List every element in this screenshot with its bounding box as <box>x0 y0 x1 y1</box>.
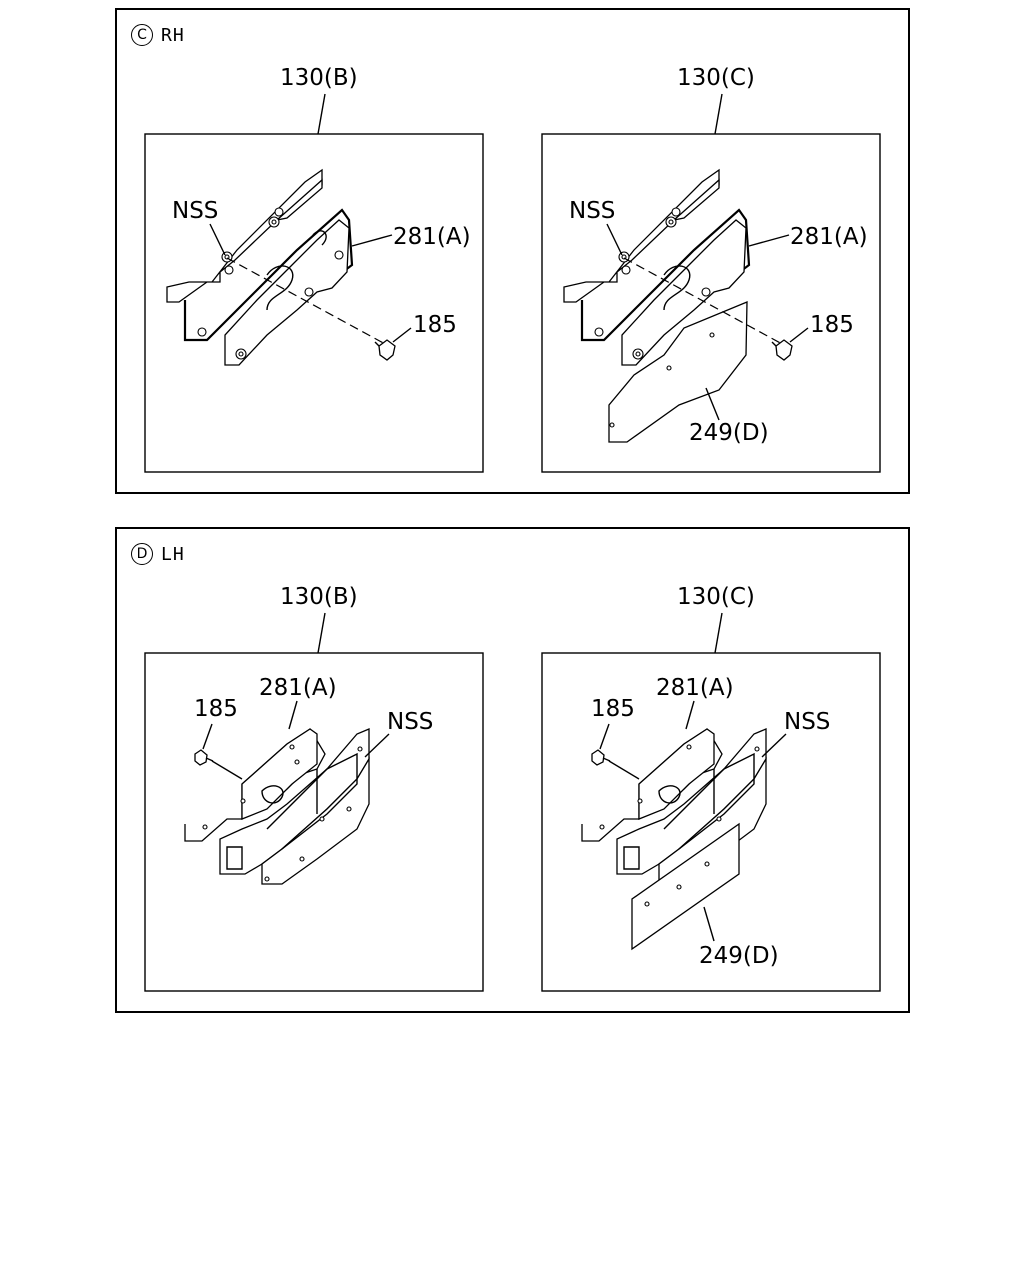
panel-c-130b: 130(B) <box>144 65 484 473</box>
label-nss: NSS <box>569 198 615 224</box>
label-185: 185 <box>413 312 457 338</box>
callout-130b: 130(B) <box>280 584 358 610</box>
panel-d-130c: 130(C) <box>541 584 881 992</box>
label-281a: 281(A) <box>790 224 868 250</box>
callout-130c: 130(C) <box>677 584 755 610</box>
section-c-header: C RH <box>131 24 185 46</box>
label-185: 185 <box>591 696 635 722</box>
label-281a: 281(A) <box>393 224 471 250</box>
panel-d-130b: 130(B) <box>144 584 484 992</box>
label-nss: NSS <box>172 198 218 224</box>
bolt-185 <box>194 749 214 766</box>
bolt-185 <box>591 749 611 766</box>
label-nss: NSS <box>387 709 433 735</box>
nss-plate <box>166 168 323 303</box>
label-nss: NSS <box>784 709 830 735</box>
section-d-letter: D <box>131 543 153 565</box>
bracket-281a <box>183 208 354 366</box>
label-281a: 281(A) <box>656 675 734 701</box>
bolt-185 <box>374 339 396 361</box>
bolt-185 <box>771 339 793 361</box>
label-185: 185 <box>810 312 854 338</box>
label-185: 185 <box>194 696 238 722</box>
section-c-side-label: RH <box>161 24 185 46</box>
callout-130b: 130(B) <box>280 65 358 91</box>
section-d-diagram: 130(B) <box>144 584 881 992</box>
section-c-rh: C RH 130(B) <box>115 8 910 494</box>
callout-130c: 130(C) <box>677 65 755 91</box>
label-249d: 249(D) <box>699 943 779 969</box>
label-281a: 281(A) <box>259 675 337 701</box>
cover-249d <box>608 301 748 443</box>
section-d-side-label: LH <box>161 543 185 565</box>
nss-plate <box>219 728 370 885</box>
panel-c-130c: 130(C) <box>541 65 881 473</box>
cover-249d <box>631 822 740 951</box>
section-d-header: D LH <box>131 543 185 565</box>
bracket-281a <box>581 728 723 842</box>
section-c-letter: C <box>131 24 153 46</box>
label-249d: 249(D) <box>689 420 769 446</box>
bracket-281a <box>580 208 751 366</box>
bracket-281a <box>184 728 326 842</box>
section-d-lh: D LH 130(B) <box>115 527 910 1013</box>
section-c-diagram: 130(B) <box>144 65 881 473</box>
